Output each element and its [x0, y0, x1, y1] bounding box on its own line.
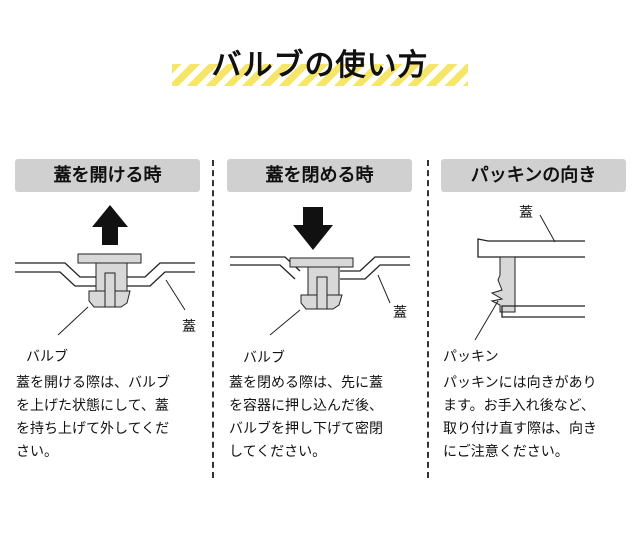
- arrow-down-icon: [293, 207, 333, 250]
- lid-label: 蓋: [182, 319, 196, 335]
- panel-packing-header: パッキンの向き: [441, 159, 626, 192]
- page-title: バルブの使い方: [211, 48, 429, 83]
- panel-close-description: 蓋を閉める際は、先に蓋 を容器に押し込んだ後、 バルブを押し下げて密閉 してくだ…: [229, 375, 383, 460]
- panel-open-header: 蓋を開ける時: [15, 159, 200, 192]
- panel-open-description: 蓋を開ける際は、バルブ を上げた状態にして、蓋 を持ち上げて外してくだ さい。: [16, 375, 170, 460]
- panel-close-header: 蓋を閉める時: [227, 159, 412, 192]
- valve-label: バルブ: [243, 350, 285, 366]
- valve-close-illustration: [230, 207, 410, 336]
- lid-label: 蓋: [393, 305, 407, 321]
- title-block: バルブの使い方: [172, 40, 468, 90]
- lid-label: 蓋: [519, 205, 533, 221]
- arrow-up-icon: [92, 205, 128, 245]
- valve-label: バルブ: [26, 349, 68, 365]
- divider: [212, 160, 214, 478]
- title-stripe: [172, 64, 468, 86]
- panel-packing-description: パッキンには向きがあり ます。お手入れ後など、 取り付け直す際は、向き にご注意…: [443, 375, 597, 460]
- packing-label: パッキン: [443, 349, 499, 365]
- divider: [427, 160, 429, 478]
- valve-open-illustration: [15, 205, 195, 336]
- packing-orientation-illustration: [474, 214, 585, 341]
